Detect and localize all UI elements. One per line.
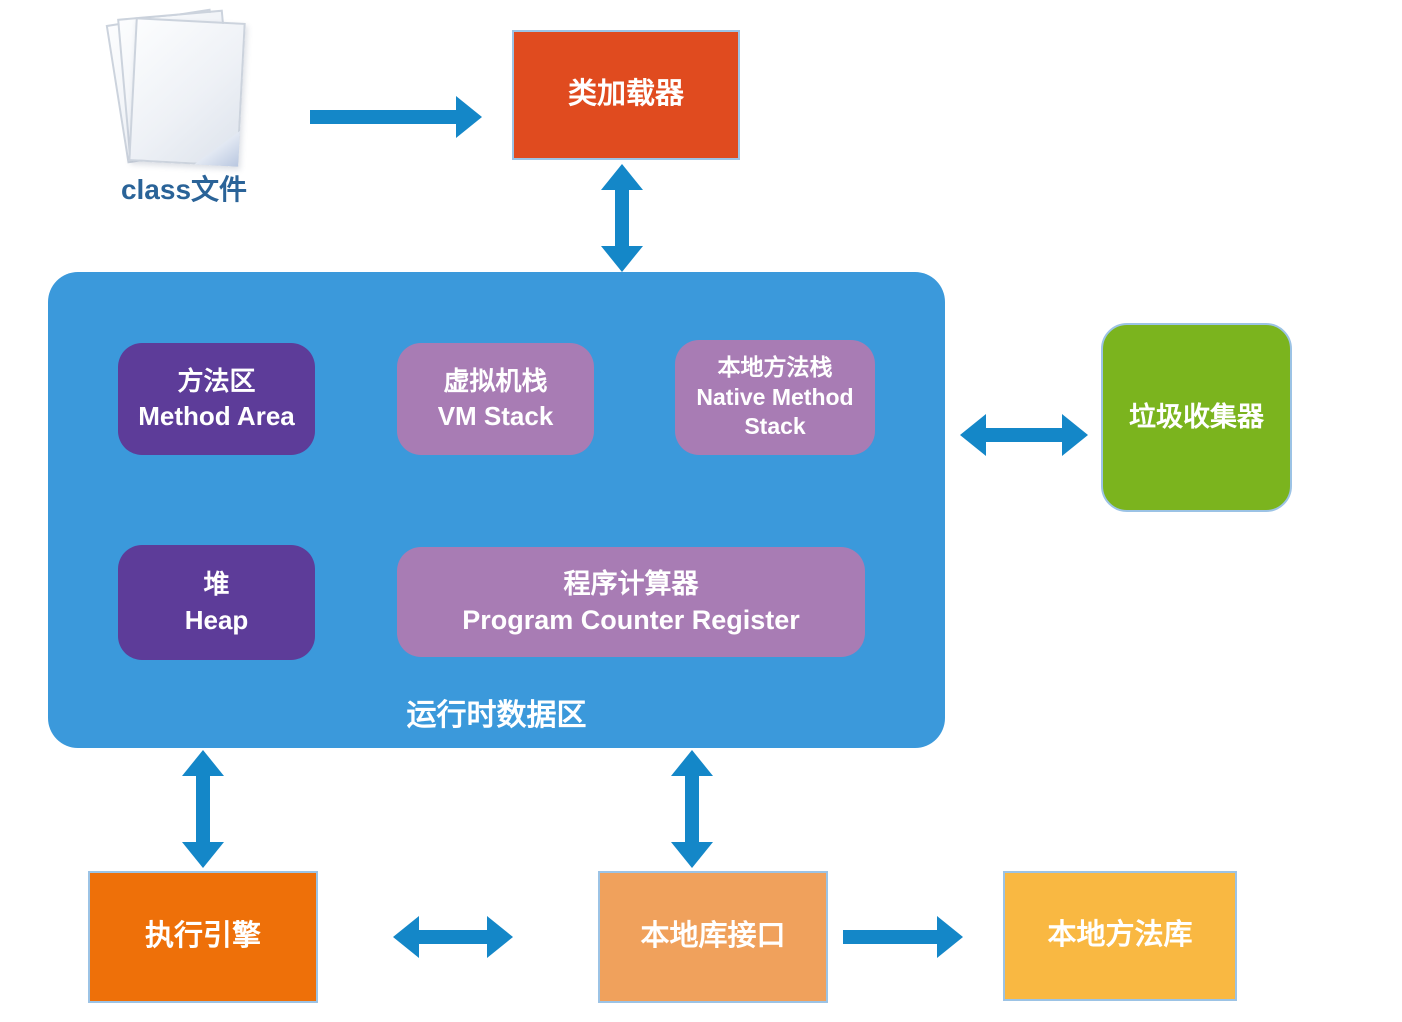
- vm-stack-box: 虚拟机栈 VM Stack: [397, 343, 594, 455]
- arrow-native-interface-to-library: [843, 915, 963, 959]
- arrow-shaft: [685, 774, 699, 844]
- native-library-interface-label: 本地库接口: [640, 920, 786, 953]
- vm-stack-label-zh: 虚拟机栈: [443, 365, 548, 396]
- arrow-head-down-icon: [601, 246, 643, 272]
- arrow-head-down-icon: [182, 842, 224, 868]
- class-file-page-front: [128, 17, 246, 167]
- native-library-interface-box: 本地库接口: [598, 871, 828, 1003]
- vm-stack-label-en: VM Stack: [437, 401, 554, 431]
- arrow-shaft: [984, 428, 1064, 442]
- arrow-head-up-icon: [601, 164, 643, 190]
- arrow-runtime-native-interface: [670, 750, 714, 868]
- arrow-head-left-icon: [393, 916, 419, 958]
- arrow-shaft: [417, 930, 489, 944]
- heap-label-zh: 堆: [203, 569, 230, 600]
- arrow-runtime-gc: [960, 413, 1088, 457]
- class-loader-label: 类加载器: [567, 78, 684, 111]
- method-area-box: 方法区 Method Area: [118, 343, 315, 455]
- arrow-shaft: [310, 110, 458, 124]
- class-file-label: class文件: [120, 174, 248, 205]
- garbage-collector-label: 垃圾收集器: [1129, 402, 1264, 433]
- execution-engine-label: 执行引擎: [144, 920, 261, 953]
- heap-label-en: Heap: [184, 604, 249, 635]
- heap-box: 堆 Heap: [118, 545, 315, 660]
- runtime-data-area: 方法区 Method Area 虚拟机栈 VM Stack 本地方法栈 Nati…: [48, 272, 945, 748]
- native-method-library-label: 本地方法库: [1047, 919, 1193, 952]
- program-counter-register-box: 程序计算器 Program Counter Register: [397, 547, 865, 657]
- arrow-head-right-icon: [1062, 414, 1088, 456]
- arrow-shaft: [196, 774, 210, 844]
- pc-register-label-zh: 程序计算器: [563, 568, 699, 599]
- method-area-label-en: Method Area: [138, 401, 295, 431]
- garbage-collector-box: 垃圾收集器: [1101, 323, 1292, 512]
- arrow-head-up-icon: [671, 750, 713, 776]
- arrow-classfile-to-classloader: [310, 95, 482, 139]
- arrow-head-right-icon: [487, 916, 513, 958]
- arrow-head-right-icon: [456, 96, 482, 138]
- arrow-engine-native-interface: [393, 915, 513, 959]
- arrow-shaft: [615, 188, 629, 248]
- native-method-stack-label-zh: 本地方法栈: [717, 353, 833, 380]
- arrow-head-left-icon: [960, 414, 986, 456]
- method-area-label-zh: 方法区: [177, 365, 256, 396]
- class-loader-box: 类加载器: [512, 30, 740, 160]
- arrow-shaft: [843, 930, 939, 944]
- native-method-stack-box: 本地方法栈 Native Method Stack: [675, 340, 875, 455]
- pc-register-label-en: Program Counter Register: [462, 605, 800, 635]
- page-curl: [194, 129, 240, 167]
- arrow-head-up-icon: [182, 750, 224, 776]
- arrow-head-right-icon: [937, 916, 963, 958]
- arrow-classloader-runtime: [600, 164, 644, 272]
- class-file-icon: [105, 8, 252, 174]
- native-method-stack-label-en: Native Method Stack: [696, 383, 854, 440]
- native-method-library-box: 本地方法库: [1003, 871, 1237, 1001]
- runtime-data-area-label: 运行时数据区: [406, 698, 587, 732]
- execution-engine-box: 执行引擎: [88, 871, 318, 1003]
- arrow-runtime-engine: [181, 750, 225, 868]
- arrow-head-down-icon: [671, 842, 713, 868]
